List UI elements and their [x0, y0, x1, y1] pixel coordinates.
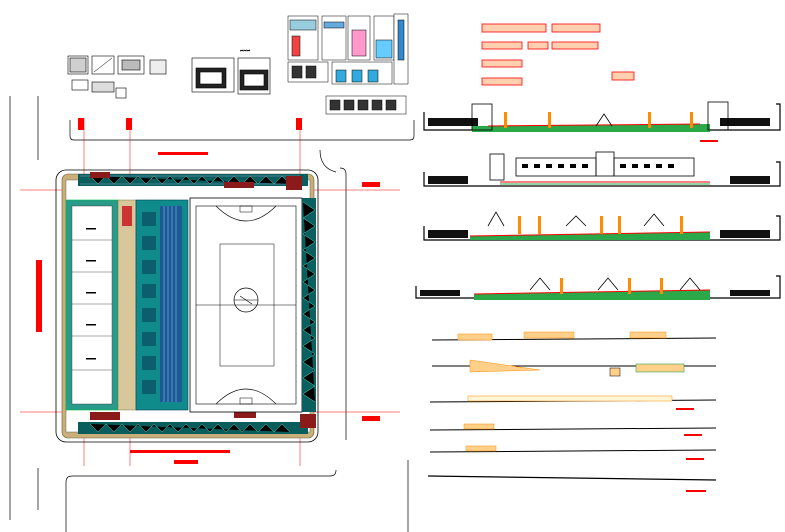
detail-4 — [429, 423, 717, 436]
thumbnail-group-center: ~~~ — [191, 48, 271, 95]
building-sections — [415, 101, 781, 300]
section-2 — [423, 151, 781, 187]
detail-panels — [287, 13, 409, 115]
detail-1 — [431, 331, 717, 341]
section-tags — [36, 118, 380, 464]
section-1 — [423, 101, 781, 142]
road-lines — [9, 96, 415, 532]
section-3 — [423, 211, 781, 241]
detail-5 — [429, 445, 717, 460]
detail-2 — [432, 359, 716, 377]
construction-details — [427, 331, 717, 492]
sports-complex-plan — [55, 169, 319, 443]
detail-3 — [429, 395, 717, 410]
red-detail-strips — [481, 23, 635, 86]
detail-6 — [427, 475, 717, 492]
site-boundary — [55, 169, 319, 443]
svg-text:~~~: ~~~ — [240, 48, 250, 53]
thumbnail-group-left — [67, 55, 167, 99]
section-4 — [415, 275, 781, 300]
